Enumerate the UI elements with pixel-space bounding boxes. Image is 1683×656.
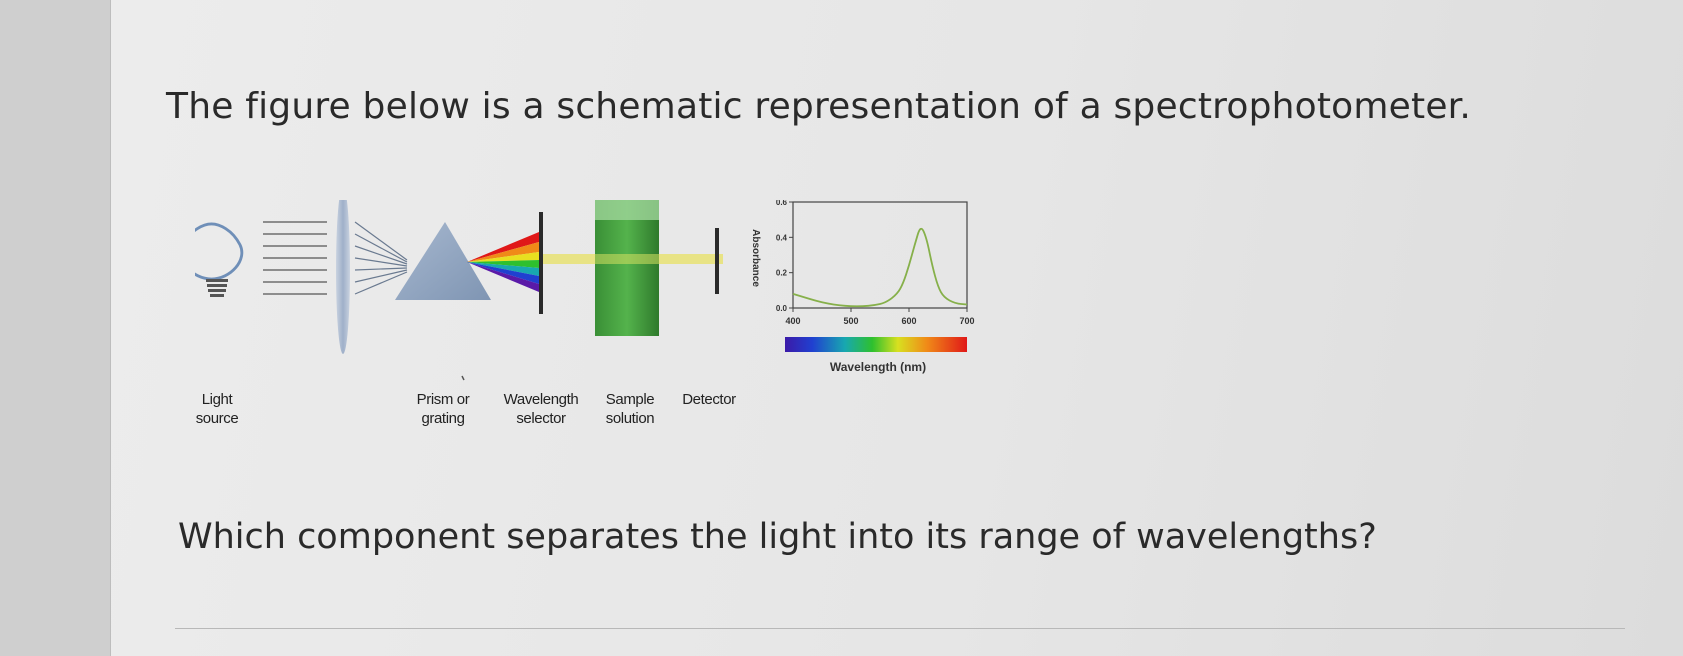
light-rays [263,221,327,295]
chart-frame [792,201,968,309]
chart-xlabel: Wavelength (nm) [830,360,926,374]
absorbance-chart: Absorbance 0.6 0.4 0.2 0.0 400 500 600 700 Wav… [750,198,975,374]
x-tick-label: 700 [959,316,974,326]
detector-icon [715,228,719,294]
prism-icon [395,222,491,300]
cuvette-icon [595,200,659,336]
question-prompt: Which component separates the light into… [178,517,1377,557]
question-title: The figure below is a schematic represen… [166,86,1472,127]
diagram-svg: Absorbance 0.6 0.4 0.2 0.0 400 500 600 700 Wav… [179,186,975,381]
slit-icon [539,212,543,314]
spectrum-fan [467,232,539,292]
y-tick-label: 0.0 [776,304,788,313]
answer-divider [175,628,1625,629]
label-detector: Detector [682,391,736,408]
small-tick-mark [461,375,465,381]
y-tick-label: 0.4 [776,233,788,242]
y-tick-label: 0.2 [776,269,788,278]
x-tick-label: 600 [901,316,916,326]
left-margin [0,0,111,656]
lightbulb-icon [179,222,244,297]
question-page [111,0,1683,656]
y-tick-label: 0.6 [776,200,788,207]
lens-icon [336,186,350,354]
spectrum-bar [785,337,967,352]
chart-ylabel: Absorbance [750,229,761,287]
x-tick-label: 400 [785,316,800,326]
absorbance-curve [792,227,968,308]
x-tick-label: 500 [843,316,858,326]
converging-rays [354,221,408,295]
spectrophotometer-diagram: Absorbance 0.6 0.4 0.2 0.0 400 500 600 700 Wav… [179,186,1075,470]
